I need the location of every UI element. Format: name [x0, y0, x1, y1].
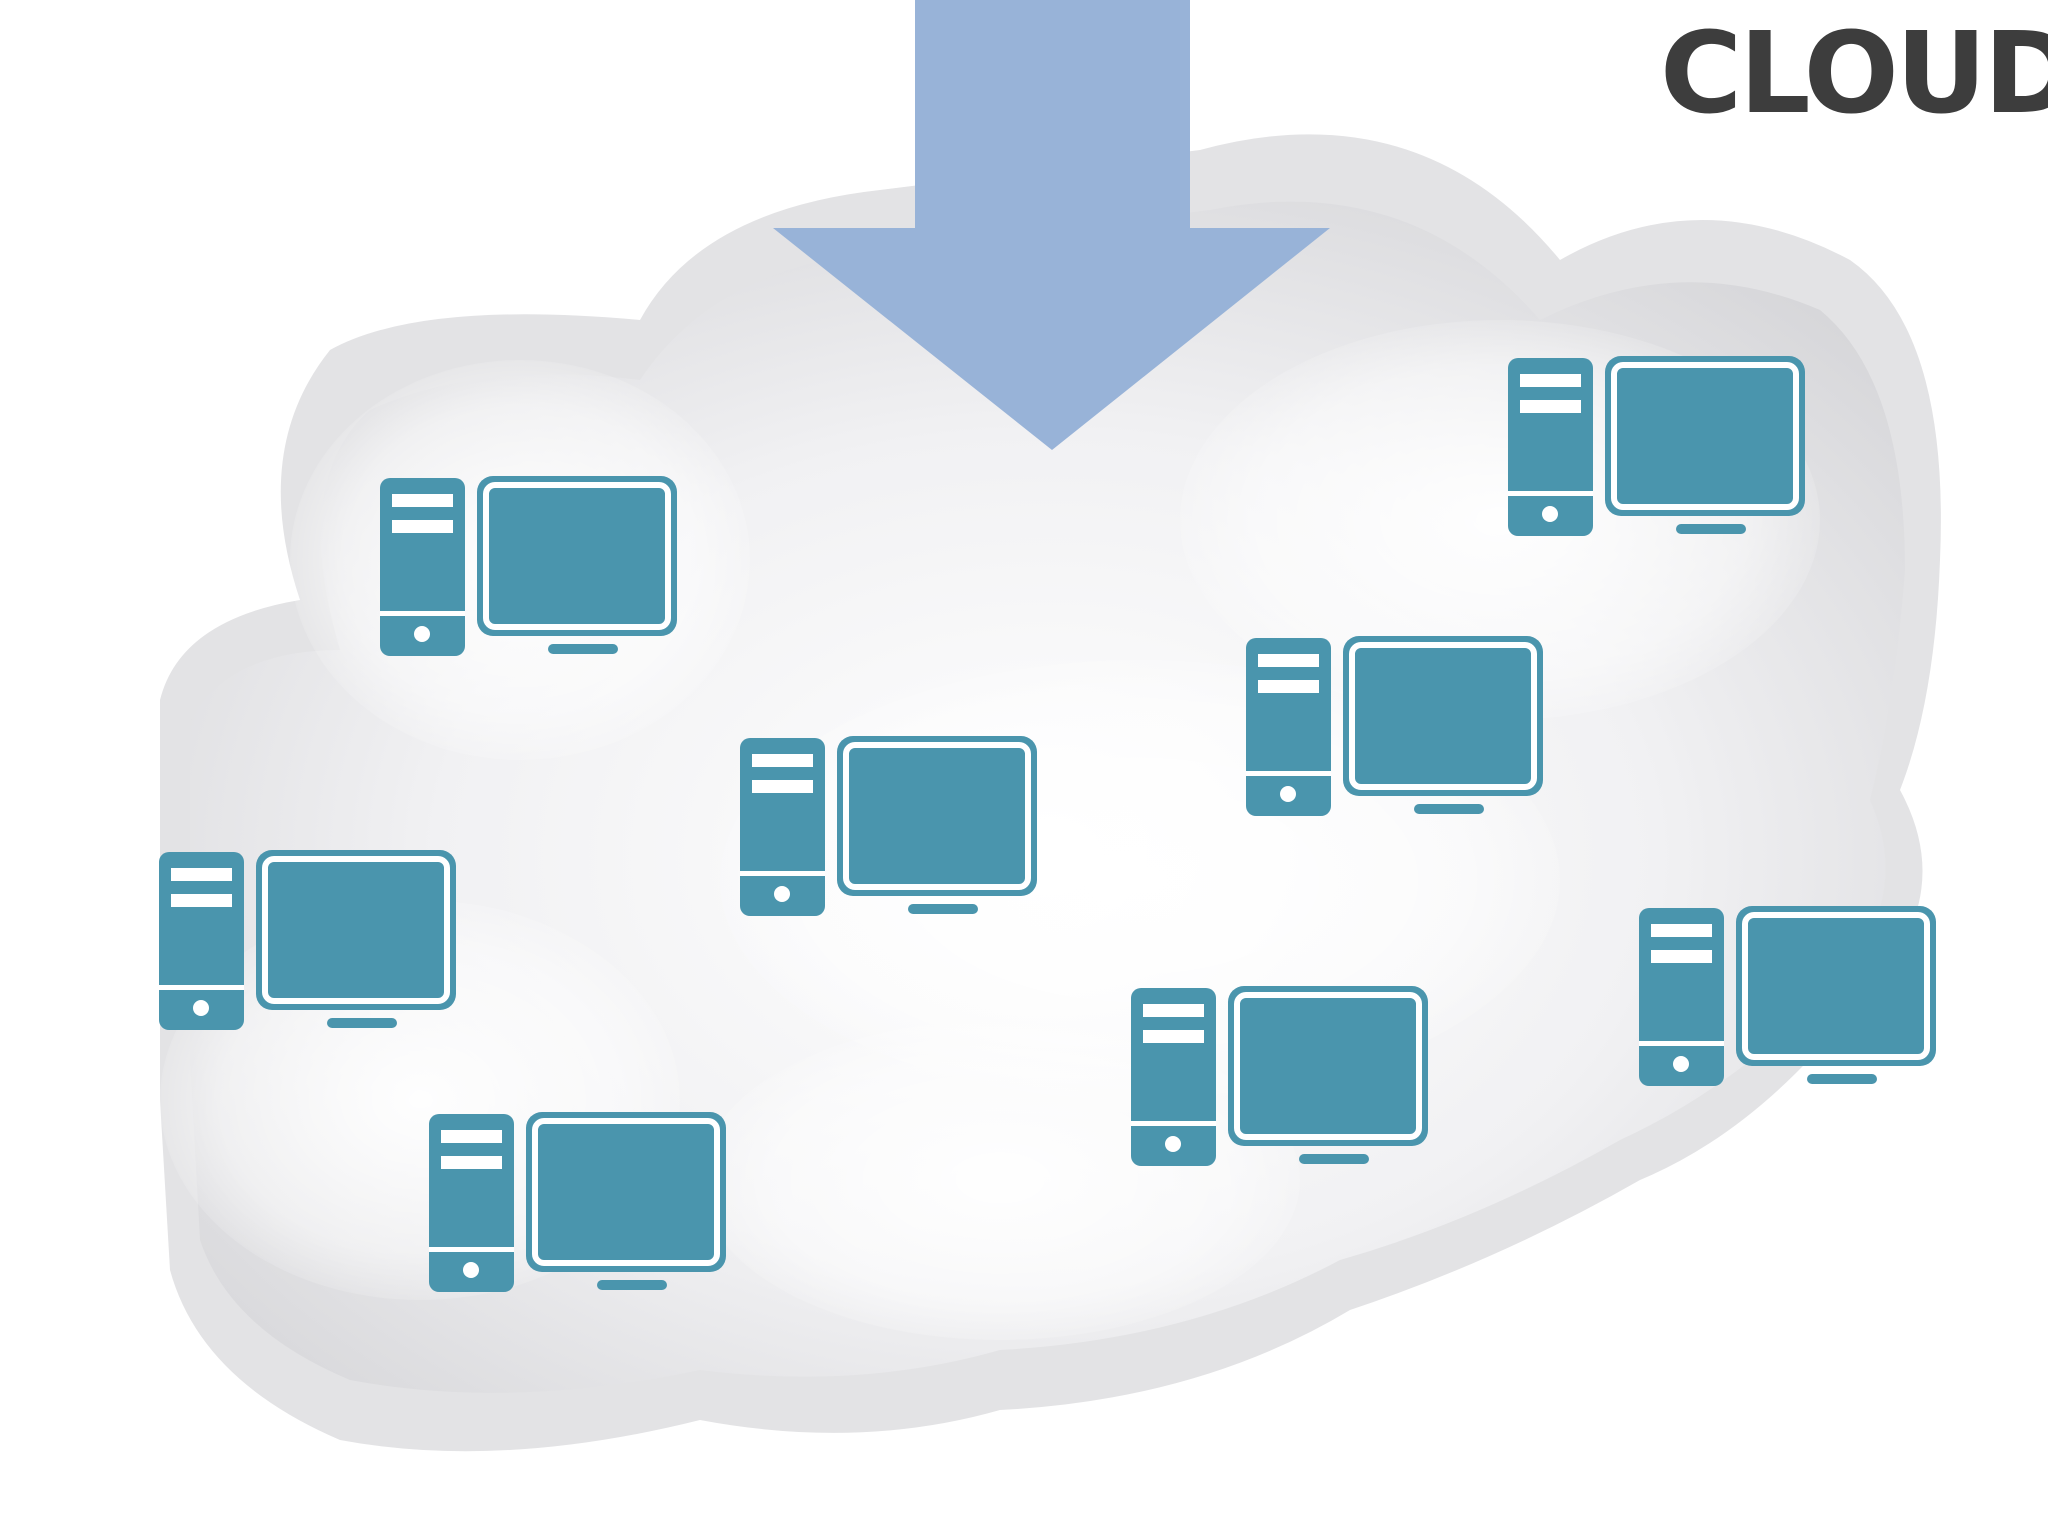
desktop-computer-icon: [380, 476, 677, 656]
arrow-down-icon: [773, 0, 1330, 450]
desktop-computer-icon: [1246, 636, 1543, 816]
desktop-computer-icon: [740, 736, 1037, 916]
desktop-computer-icon: [159, 850, 456, 1030]
desktop-computer-icon: [1639, 906, 1936, 1086]
desktop-computer-icon: [429, 1112, 726, 1292]
desktop-computer-icon: [1508, 356, 1805, 536]
desktop-computer-icon: [1131, 986, 1428, 1166]
cloud-title: CLOUD: [1660, 9, 2048, 139]
